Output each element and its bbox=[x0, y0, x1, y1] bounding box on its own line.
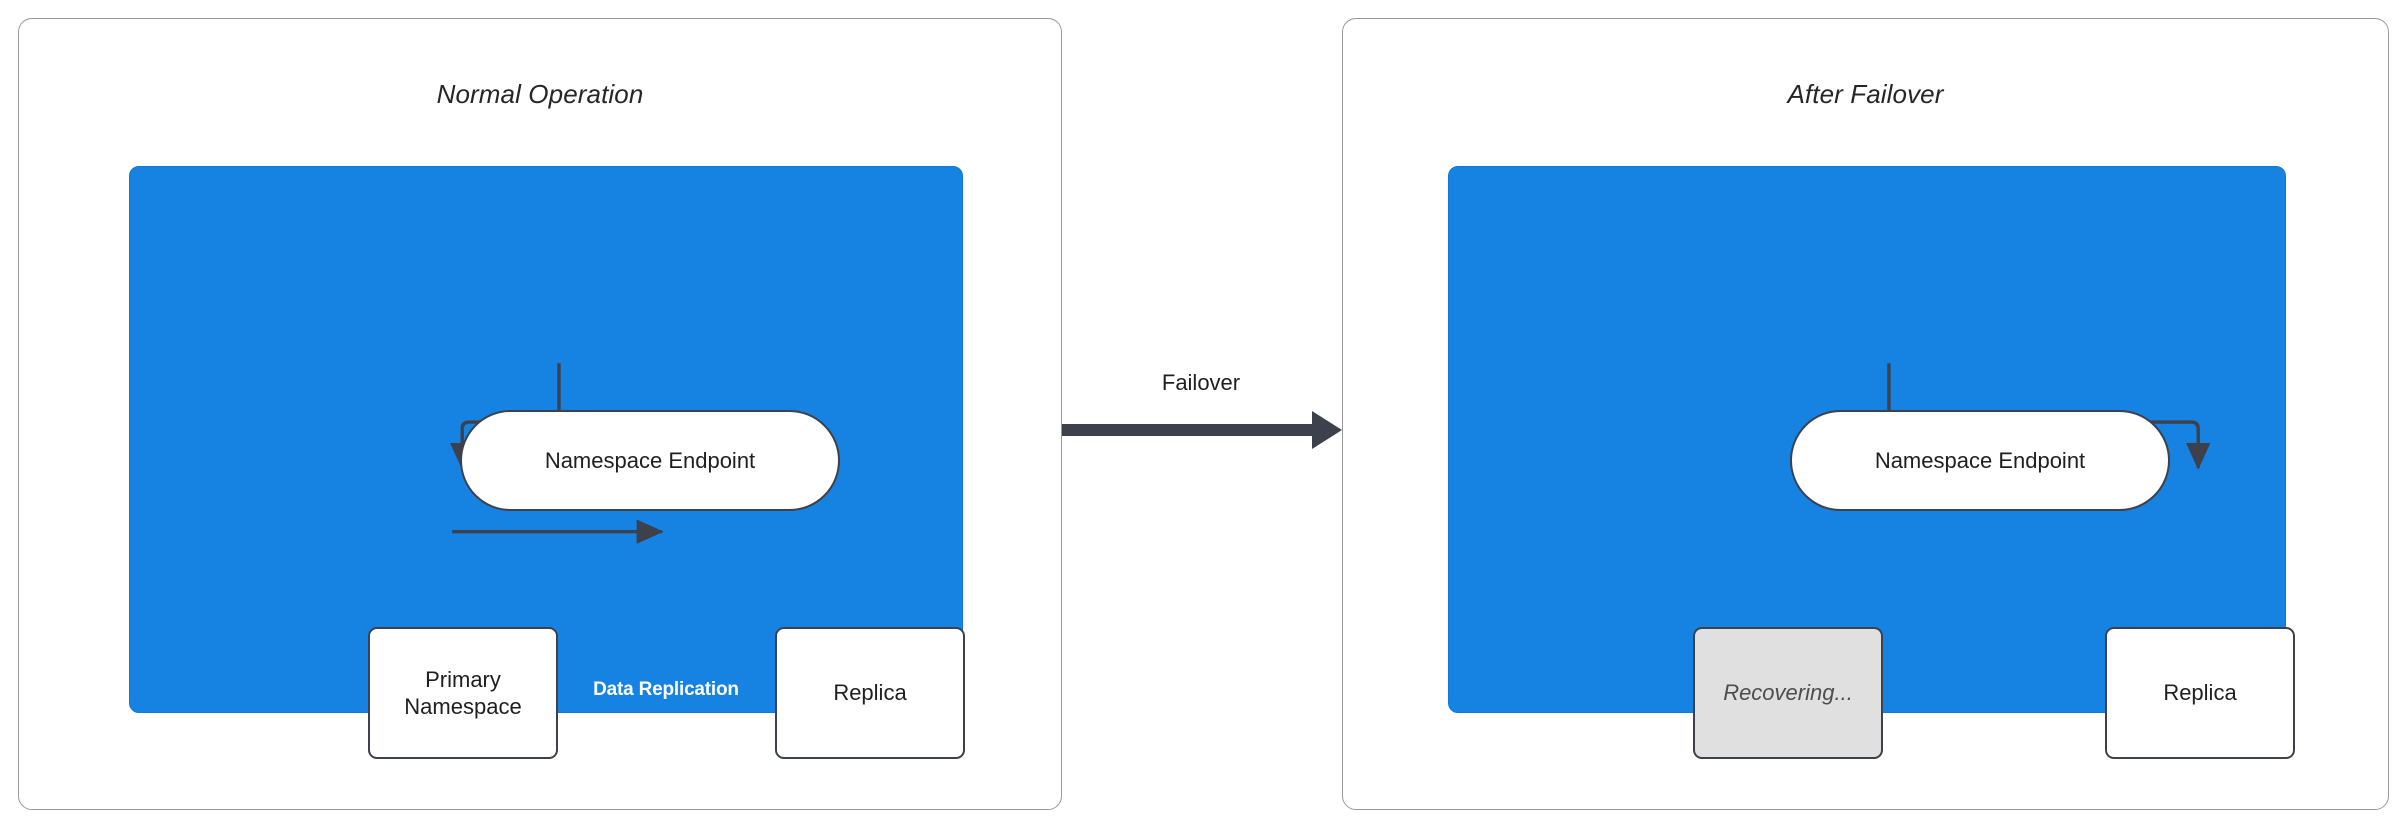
node-label: Replica bbox=[833, 680, 907, 706]
node-namespace-endpoint-left[interactable]: Namespace Endpoint bbox=[460, 410, 840, 511]
panel-title-after-failover: After Failover bbox=[1787, 79, 1944, 109]
node-replica-right[interactable]: Replica bbox=[2105, 627, 2295, 759]
node-namespace-endpoint-right[interactable]: Namespace Endpoint bbox=[1790, 410, 2170, 511]
node-primary-namespace[interactable]: Primary Namespace bbox=[368, 627, 558, 759]
failover-transition: Failover bbox=[1050, 370, 1352, 490]
node-label: Namespace Endpoint bbox=[1874, 447, 2086, 473]
region-container-right: Namespace Endpoint Recovering... Replica bbox=[1448, 166, 2295, 759]
region-container-left: Namespace Endpoint Primary Namespace Rep… bbox=[129, 166, 965, 759]
node-recovering[interactable]: Recovering... bbox=[1693, 627, 1883, 759]
node-replica-left[interactable]: Replica bbox=[775, 627, 965, 759]
failover-arrow-icon bbox=[1062, 411, 1342, 449]
panel-normal-operation: Normal Operation Namespac bbox=[18, 18, 1062, 810]
node-label: Recovering... bbox=[1723, 680, 1853, 706]
panel-after-failover: After Failover Namespace Endpoint Recove… bbox=[1342, 18, 2389, 810]
edge-label-data-replication: Data Replication bbox=[593, 679, 739, 700]
node-label: Replica bbox=[2163, 680, 2237, 706]
node-label: Primary Namespace bbox=[404, 666, 522, 720]
failover-arrow-label: Failover bbox=[1161, 370, 1241, 395]
node-label: Namespace Endpoint bbox=[544, 447, 756, 473]
panel-title-normal-operation: Normal Operation bbox=[436, 79, 644, 109]
